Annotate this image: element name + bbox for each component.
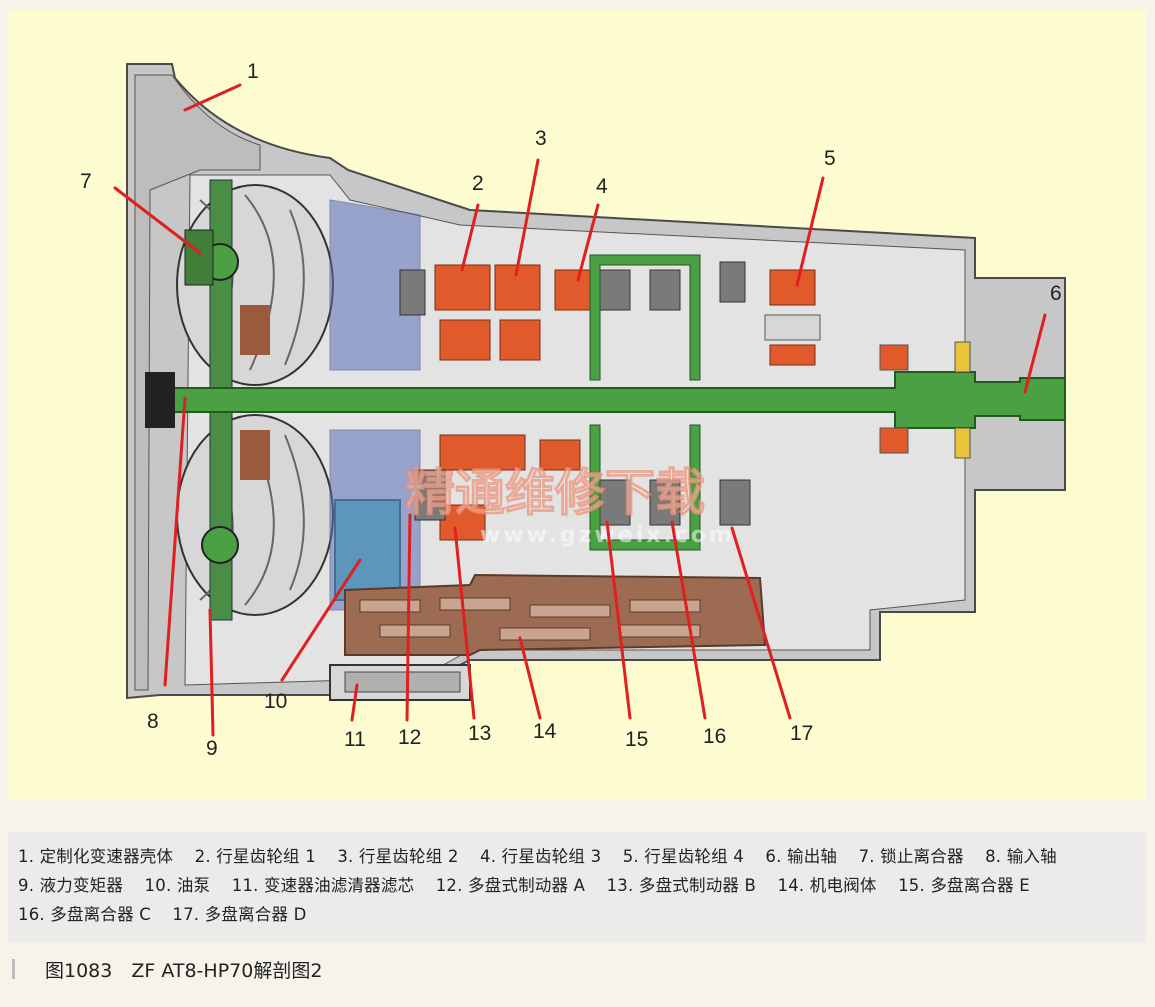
output-bearing xyxy=(879,427,909,454)
legend-item: 10. 油泵 xyxy=(144,876,211,895)
legend-item: 8. 输入轴 xyxy=(985,847,1057,866)
legend-item: 12. 多盘式制动器 A xyxy=(435,876,586,895)
legend-item: 9. 液力变矩器 xyxy=(18,876,124,895)
callout-14: 14 xyxy=(533,720,557,743)
legend-item: 11. 变速器油滤清器滤芯 xyxy=(231,876,415,895)
watermark-url: www.gzweix.com xyxy=(480,523,735,548)
bell-housing xyxy=(134,74,261,691)
legend-item: 6. 输出轴 xyxy=(765,847,838,866)
callout-6: 6 xyxy=(1050,282,1062,305)
callout-8: 8 xyxy=(147,710,159,733)
output-seal xyxy=(954,341,971,373)
legend-item: 7. 锁止离合器 xyxy=(858,847,964,866)
callout-10: 10 xyxy=(264,690,287,713)
callout-lines xyxy=(113,83,1047,737)
clutch-packs xyxy=(399,261,751,526)
callout-11: 11 xyxy=(344,728,366,751)
legend-list: 1. 定制化变速器壳体 2. 行星齿轮组 1 3. 行星齿轮组 2 4. 行星齿… xyxy=(18,842,1143,929)
legend-item: 15. 多盘离合器 E xyxy=(898,876,1030,895)
legend-item: 3. 行星齿轮组 2 xyxy=(337,847,459,866)
legend-item: 5. 行星齿轮组 4 xyxy=(622,847,744,866)
output-bearing xyxy=(879,344,909,371)
callout-12: 12 xyxy=(398,726,421,749)
planetary-gear-sets xyxy=(434,264,821,541)
callout-7: 7 xyxy=(80,170,92,193)
callout-16: 16 xyxy=(703,725,726,748)
legend-item: 2. 行星齿轮组 1 xyxy=(194,847,316,866)
legend-item: 14. 机电阀体 xyxy=(777,876,877,895)
clutch-drums xyxy=(589,254,701,551)
caption-bar xyxy=(12,959,15,979)
main-shaft xyxy=(164,371,1066,429)
callout-3: 3 xyxy=(535,127,547,150)
transmission-cutaway: 精通维修下载 www.gzweix.com 1 2 3 xyxy=(80,60,1066,760)
callout-5: 5 xyxy=(824,147,836,170)
callout-9: 9 xyxy=(206,737,218,760)
callout-1: 1 xyxy=(247,60,259,83)
callout-4: 4 xyxy=(596,175,608,198)
legend-item: 17. 多盘离合器 D xyxy=(172,905,307,924)
callout-labels: 1 2 3 4 5 6 7 8 9 10 11 12 13 14 15 16 1… xyxy=(80,60,1062,760)
legend-panel: 1. 定制化变速器壳体 2. 行星齿轮组 1 3. 行星齿轮组 2 4. 行星齿… xyxy=(8,832,1146,942)
legend-item: 16. 多盘离合器 C xyxy=(18,905,151,924)
callout-13: 13 xyxy=(468,722,491,745)
callout-2: 2 xyxy=(472,172,484,195)
watermark-chinese: 精通维修下载 xyxy=(405,463,705,522)
input-shaft-end xyxy=(145,372,175,428)
valve-body-spools xyxy=(359,597,701,641)
legend-item: 13. 多盘式制动器 B xyxy=(606,876,757,895)
callout-17: 17 xyxy=(790,722,813,745)
legend-item: 4. 行星齿轮组 3 xyxy=(480,847,602,866)
legend-item: 1. 定制化变速器壳体 xyxy=(18,847,174,866)
output-seal xyxy=(954,427,971,459)
figure-caption: 图1083 ZF AT8-HP70解剖图2 xyxy=(12,954,322,984)
caption-text: 图1083 ZF AT8-HP70解剖图2 xyxy=(45,959,323,982)
callout-15: 15 xyxy=(625,728,648,751)
lockup-clutch xyxy=(184,229,214,286)
oil-filter-element xyxy=(344,671,461,693)
